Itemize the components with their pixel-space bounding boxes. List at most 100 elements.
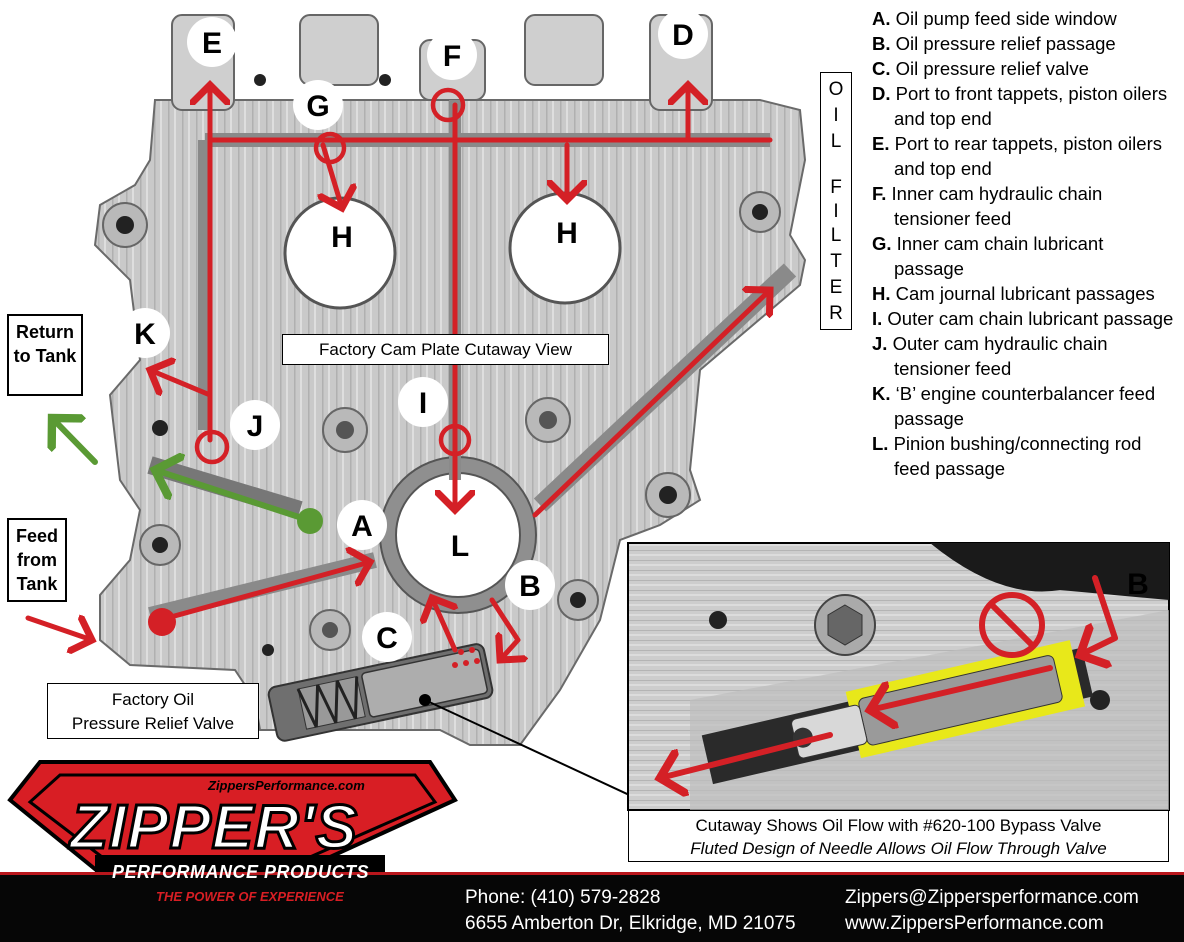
legend-text: Outer cam hydraulic chain tensioner feed	[892, 333, 1108, 379]
legend-item: K. ‘B’ engine counterbalancer feed passa…	[872, 381, 1177, 431]
legend-item: C. Oil pressure relief valve	[872, 56, 1177, 81]
legend-text: Cam journal lubricant passages	[895, 283, 1155, 304]
svg-text:I: I	[419, 387, 427, 420]
svg-text:H: H	[556, 217, 578, 250]
inset-caption: Cutaway Shows Oil Flow with #620-100 Byp…	[628, 810, 1169, 862]
svg-text:D: D	[672, 19, 694, 52]
inset-caption-line1: Cutaway Shows Oil Flow with #620-100 Byp…	[695, 816, 1102, 835]
feed-from-tank-label: Feed from Tank	[7, 518, 67, 602]
no-flow-icon	[979, 592, 1045, 658]
oil-filter-letter: F	[830, 177, 842, 198]
svg-text:A: A	[351, 510, 373, 543]
passage-circles	[194, 87, 472, 465]
marker-j: J	[230, 400, 280, 450]
footer-website[interactable]: www.ZippersPerformance.com	[845, 913, 1104, 934]
legend-letter: K.	[872, 383, 891, 404]
oil-filter-letter: L	[830, 131, 842, 152]
legend-item: G. Inner cam chain lubricant passage	[872, 231, 1177, 281]
svg-text:C: C	[376, 622, 398, 655]
legend-text: Port to rear tappets, piston oilers and …	[894, 133, 1162, 179]
legend-letter: J.	[872, 333, 888, 354]
legend-text: Inner cam chain lubricant passage	[894, 233, 1104, 279]
legend-text: Outer cam chain lubricant passage	[887, 308, 1174, 329]
feed-inlet-dot	[148, 608, 176, 636]
logo-url: ZippersPerformance.com	[208, 778, 365, 793]
oil-flow-arrows	[25, 85, 770, 660]
relief-dots	[452, 647, 480, 668]
oil-filter-letter: I	[833, 105, 839, 126]
cutaway-view-label: Factory Cam Plate Cutaway View	[282, 334, 609, 365]
relief-valve-label: Factory Oil Pressure Relief Valve	[47, 683, 259, 739]
legend-letter: L.	[872, 433, 889, 454]
legend-item: H. Cam journal lubricant passages	[872, 281, 1177, 306]
oil-filter-letter: T	[830, 251, 842, 272]
legend-item: I. Outer cam chain lubricant passage	[872, 306, 1177, 331]
legend-item: D. Port to front tappets, piston oilers …	[872, 81, 1177, 131]
leader-dot	[419, 694, 431, 706]
footer-email[interactable]: Zippers@Zippersperformance.com	[845, 887, 1139, 908]
legend-text: Oil pump feed side window	[895, 8, 1117, 29]
footer-phone: Phone: (410) 579-2828	[465, 887, 661, 908]
marker-c: C	[362, 612, 412, 662]
legend-letter: A.	[872, 8, 891, 29]
marker-e: E	[187, 17, 237, 67]
legend-letter: F.	[872, 183, 887, 204]
svg-text:G: G	[306, 90, 329, 123]
relief-valve-label-line1: Factory Oil	[111, 690, 195, 709]
legend-item: F. Inner cam hydraulic chain tensioner f…	[872, 181, 1177, 231]
logo-tagline: THE POWER OF EXPERIENCE	[156, 889, 344, 904]
marker-d: D	[658, 9, 708, 59]
inset-leader-line	[424, 699, 641, 801]
legend-letter: G.	[872, 233, 892, 254]
marker-g: G	[293, 80, 343, 130]
letter-markers: E D F G H H K I J A L B C	[120, 9, 708, 662]
legend-item: J. Outer cam hydraulic chain tensioner f…	[872, 331, 1177, 381]
legend-item: B. Oil pressure relief passage	[872, 31, 1177, 56]
legend-item: L. Pinion bushing/connecting rod feed pa…	[872, 431, 1177, 481]
legend-text: Inner cam hydraulic chain tensioner feed	[891, 183, 1103, 229]
legend-text: ‘B’ engine counterbalancer feed passage	[894, 383, 1156, 429]
logo-subtitle: PERFORMANCE PRODUCTS	[112, 862, 370, 882]
inset-cutaway: B	[627, 542, 1170, 811]
legend-letter: H.	[872, 283, 891, 304]
legend-text: Port to front tappets, piston oilers and…	[894, 83, 1168, 129]
inset-caption-line2: Fluted Design of Needle Allows Oil Flow …	[690, 839, 1107, 858]
return-outlet-dot	[297, 508, 323, 534]
marker-i: I	[398, 377, 448, 427]
legend-item: E. Port to rear tappets, piston oilers a…	[872, 131, 1177, 181]
oil-filter-letter: O	[828, 79, 844, 100]
logo-wordmark: ZIPPER'S	[68, 792, 359, 864]
svg-text:K: K	[134, 318, 156, 351]
marker-f: F	[427, 30, 477, 80]
legend-item: A. Oil pump feed side window	[872, 6, 1177, 31]
legend-letter: D.	[872, 83, 891, 104]
svg-text:L: L	[451, 530, 469, 563]
legend-letter: B.	[872, 33, 891, 54]
legend-letter: C.	[872, 58, 891, 79]
legend-text: Oil pressure relief passage	[895, 33, 1116, 54]
svg-text:H: H	[331, 221, 353, 254]
marker-h-right: H	[556, 217, 578, 250]
marker-b: B	[505, 560, 555, 610]
return-flow-arrows	[52, 418, 311, 523]
oil-filter-letter: L	[830, 225, 842, 246]
marker-l: L	[451, 530, 469, 563]
oil-filter-letter: R	[829, 303, 843, 324]
oil-filter-letter: I	[833, 201, 839, 222]
oil-filter-letter: E	[829, 277, 843, 298]
legend-letter: E.	[872, 133, 890, 154]
marker-a: A	[337, 500, 387, 550]
marker-k: K	[120, 308, 170, 358]
legend-letter: I.	[872, 308, 883, 329]
svg-text:B: B	[519, 570, 541, 603]
footer-address: 6655 Amberton Dr, Elkridge, MD 21075	[465, 913, 796, 934]
return-to-tank-label: Return to Tank	[7, 314, 83, 396]
inset-marker-b: B	[1127, 568, 1149, 601]
marker-h-left: H	[331, 221, 353, 254]
footer-bar: Phone: (410) 579-2828 6655 Amberton Dr, …	[0, 872, 1184, 942]
relief-valve-label-line2: Pressure Relief Valve	[71, 714, 235, 733]
